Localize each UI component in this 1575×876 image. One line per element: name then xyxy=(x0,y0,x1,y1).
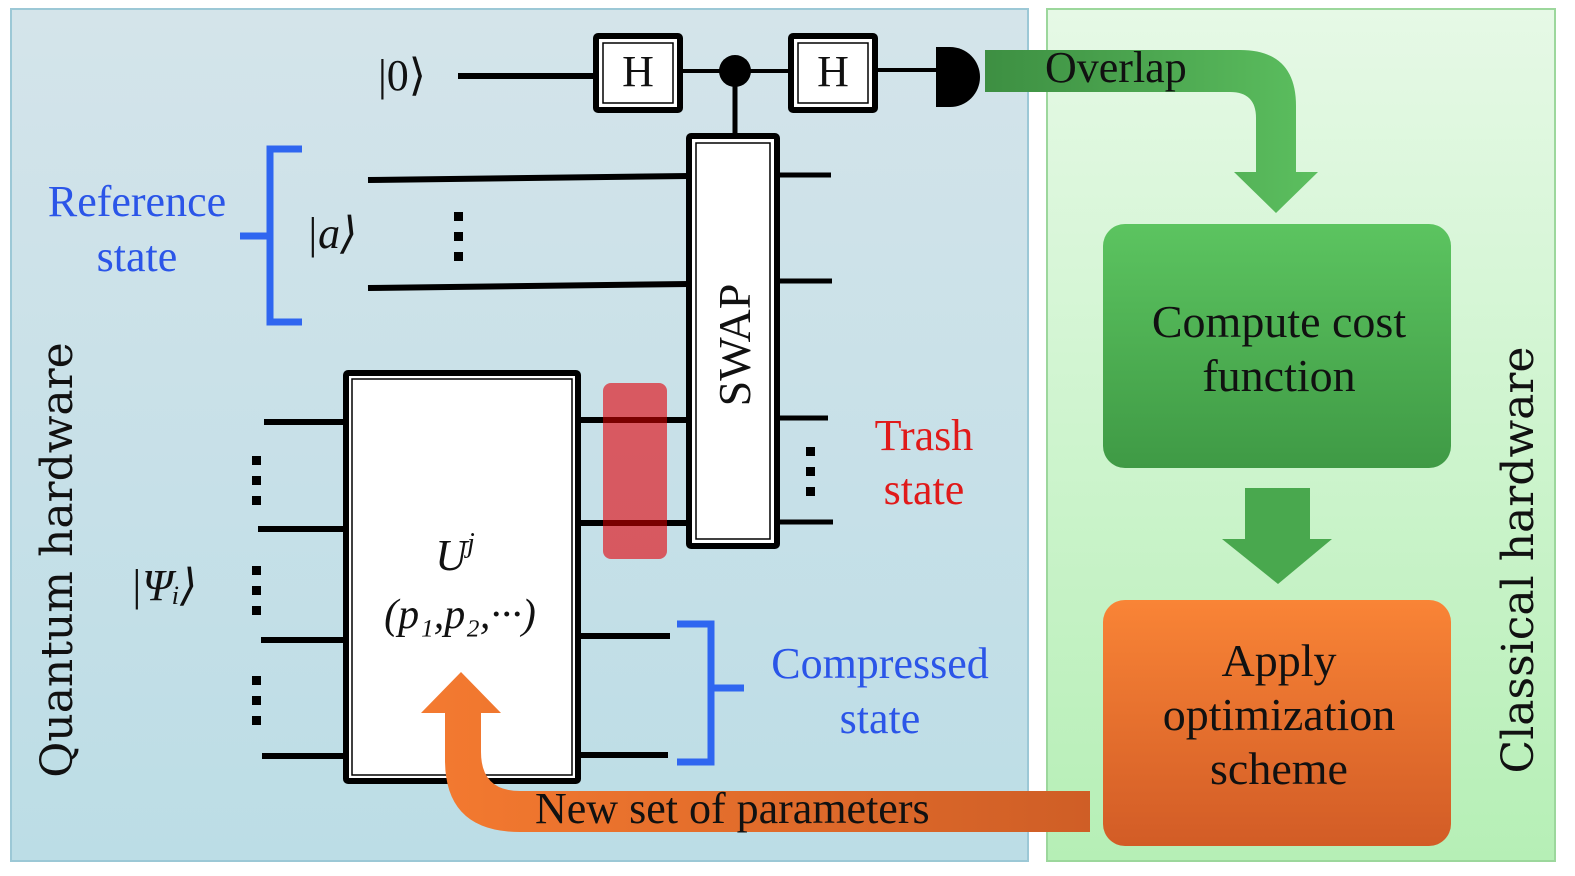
swap-gate-label: SWAP xyxy=(709,284,760,407)
swap-gate: SWAP xyxy=(686,133,780,549)
reference-wire-2 xyxy=(367,281,690,291)
trash-vdots xyxy=(806,447,815,496)
hadamard-gate-2-label: H xyxy=(817,47,849,96)
reference-wire-1 xyxy=(367,173,690,183)
apply-optimization-label-line2: optimization xyxy=(1163,689,1396,740)
compressed-bracket xyxy=(677,620,744,766)
input-ket-label: |Ψᵢ⟩ xyxy=(130,561,197,610)
down-arrow xyxy=(1222,488,1332,584)
new-parameters-arrow: New set of parameters xyxy=(421,672,1090,833)
compressed-state-label-line1: Compressed xyxy=(771,639,989,688)
hadamard-gate-1: H xyxy=(593,33,683,113)
overlap-arrow: Overlap xyxy=(985,43,1318,213)
trash-state-label-line2: state xyxy=(884,465,965,514)
new-parameters-label: New set of parameters xyxy=(535,784,930,833)
compute-cost-label-line1: Compute cost xyxy=(1152,296,1406,347)
trash-state-label-line1: Trash xyxy=(875,411,974,460)
hadamard-gate-2: H xyxy=(788,33,878,113)
apply-optimization-box: Apply optimization scheme xyxy=(1103,600,1451,846)
measurement-icon xyxy=(936,47,980,107)
hadamard-gate-1-label: H xyxy=(622,47,654,96)
compressed-state-label-line2: state xyxy=(840,694,921,743)
unitary-gate-name: Uj xyxy=(435,528,475,580)
apply-optimization-label-line1: Apply xyxy=(1222,635,1337,686)
reference-bracket xyxy=(240,145,302,326)
input-vdots xyxy=(252,456,261,725)
compute-cost-box: Compute cost function xyxy=(1103,224,1451,468)
reference-vdots xyxy=(454,212,463,261)
trash-highlight xyxy=(603,383,667,559)
quantum-hardware-label: Quantum hardware xyxy=(32,342,83,777)
ancilla-ket-label: |0⟩ xyxy=(378,51,426,100)
reference-state-label-line1: Reference xyxy=(48,177,226,226)
apply-optimization-label-line3: scheme xyxy=(1210,743,1348,794)
unitary-gate-params: (p₁,p₂,···) xyxy=(384,592,536,638)
unitary-gate: Uj (p₁,p₂,···) xyxy=(343,370,581,784)
compute-cost-label-line2: function xyxy=(1202,350,1355,401)
reference-state-label-line2: state xyxy=(97,232,178,281)
reference-ket-label: |a⟩ xyxy=(306,209,357,258)
overlap-label: Overlap xyxy=(1045,43,1187,92)
classical-hardware-label: Classical hardware xyxy=(1493,347,1544,774)
